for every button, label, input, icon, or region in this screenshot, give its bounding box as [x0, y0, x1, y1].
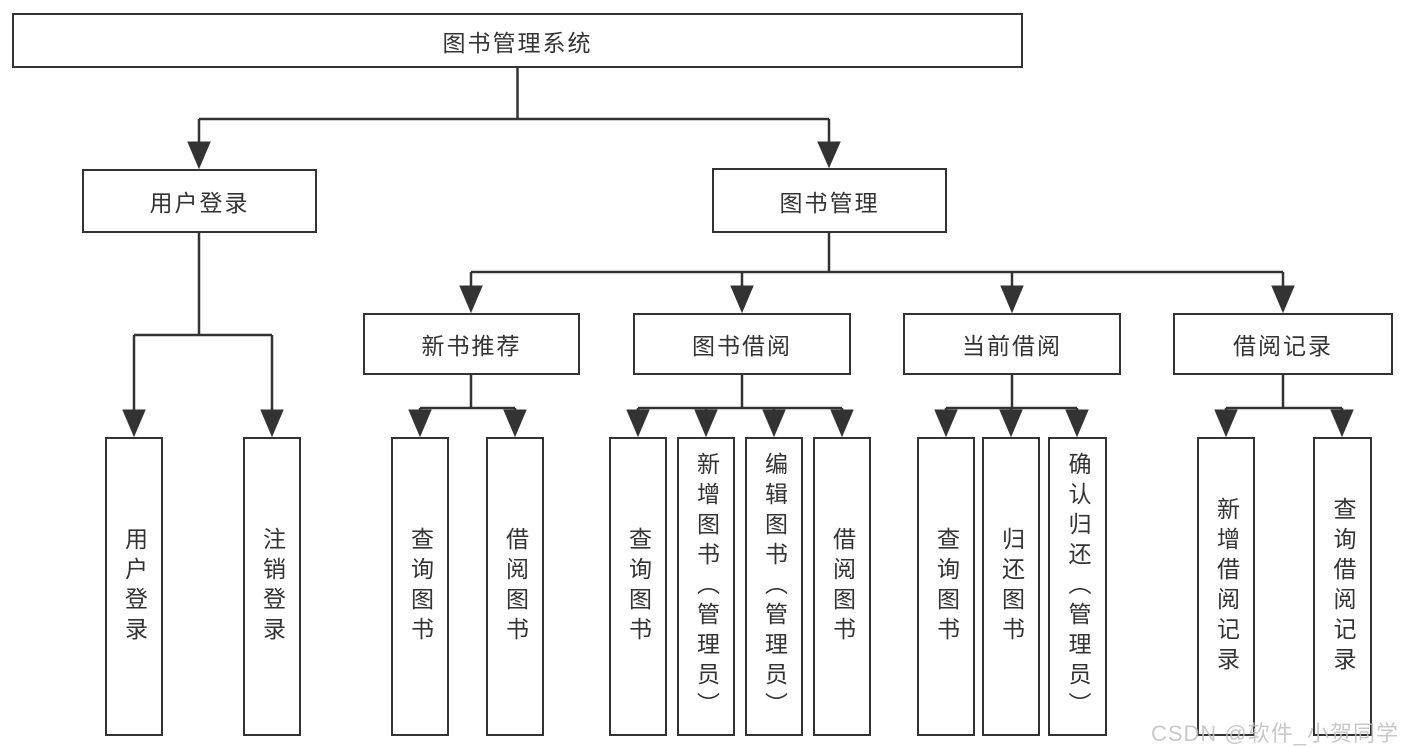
node-label: 图书管理系统 — [442, 29, 593, 56]
node-label: 借阅记录 — [1233, 333, 1333, 359]
connector-current-borrow-branch — [934, 375, 1089, 438]
arrow-down-icon — [260, 409, 284, 438]
arrow-down-icon — [1214, 409, 1238, 438]
node-user-login: 用户登录 — [82, 169, 317, 233]
connector-root-to-level1 — [187, 68, 841, 170]
arrow-down-icon — [459, 285, 483, 314]
leaf-logout: 注销登录 — [243, 437, 301, 736]
leaf-user-login: 用户登录 — [105, 437, 163, 736]
node-root: 图书管理系统 — [12, 13, 1023, 68]
leaf-label: 查询借阅记录 — [1330, 496, 1356, 677]
leaf-add-borrow-record: 新增借阅记录 — [1197, 437, 1255, 736]
leaf-query-books-current: 查询图书 — [917, 437, 975, 736]
connector-book-borrow-branch — [626, 375, 854, 438]
arrow-down-icon — [1330, 409, 1354, 438]
leaf-label: 新增借阅记录 — [1213, 496, 1240, 677]
node-label: 用户登录 — [149, 190, 250, 216]
node-book-borrow: 图书借阅 — [633, 313, 851, 375]
leaf-label: 编辑图书（管理员） — [761, 451, 788, 722]
node-current-borrow: 当前借阅 — [903, 313, 1121, 375]
leaf-add-book-admin: 新增图书（管理员） — [677, 437, 735, 736]
leaf-label: 注销登录 — [259, 526, 286, 647]
arrow-down-icon — [817, 141, 841, 169]
arrow-down-icon — [999, 409, 1023, 438]
arrow-down-icon — [1271, 285, 1295, 314]
leaf-label: 查询图书 — [933, 526, 960, 647]
arrow-down-icon — [408, 409, 432, 438]
arrow-down-icon — [187, 141, 211, 170]
node-label: 当前借阅 — [962, 333, 1062, 359]
leaf-label: 新增图书（管理员） — [693, 451, 720, 722]
node-label: 图书借阅 — [692, 333, 792, 359]
leaf-return-book: 归还图书 — [982, 437, 1040, 736]
leaf-label: 借阅图书 — [502, 526, 529, 647]
arrow-down-icon — [762, 409, 786, 438]
node-new-book-recommend: 新书推荐 — [363, 313, 580, 375]
connector-book-management-branch — [459, 233, 1295, 314]
leaf-label: 归还图书 — [998, 526, 1025, 647]
arrow-down-icon — [122, 409, 146, 438]
leaf-borrow-books-recommend: 借阅图书 — [486, 437, 544, 736]
arrow-down-icon — [1000, 285, 1024, 314]
leaf-query-books-recommend: 查询图书 — [391, 437, 449, 736]
node-label: 图书管理 — [779, 189, 880, 216]
leaf-query-borrow-record: 查询借阅记录 — [1313, 437, 1372, 736]
leaf-label: 确认归还（管理员） — [1065, 451, 1091, 722]
leaf-borrow-books: 借阅图书 — [813, 437, 871, 736]
connector-user-login-branch — [122, 233, 284, 438]
arrow-down-icon — [626, 409, 650, 438]
connector-new-book-recommend-branch — [408, 375, 527, 438]
connector-borrow-records-branch — [1214, 375, 1354, 438]
node-borrow-records: 借阅记录 — [1173, 313, 1393, 375]
node-label: 新书推荐 — [421, 333, 522, 359]
leaf-label: 查询图书 — [625, 526, 652, 647]
leaf-label: 借阅图书 — [829, 526, 856, 647]
arrow-down-icon — [934, 409, 958, 438]
arrow-down-icon — [694, 409, 718, 438]
arrow-down-icon — [730, 285, 754, 314]
arrow-down-icon — [503, 409, 527, 438]
leaf-confirm-return-admin: 确认归还（管理员） — [1048, 437, 1107, 736]
leaf-label: 查询图书 — [407, 526, 434, 647]
leaf-query-books-borrow: 查询图书 — [609, 437, 667, 736]
arrow-down-icon — [1065, 409, 1089, 438]
leaf-edit-book-admin: 编辑图书（管理员） — [745, 437, 803, 736]
leaf-label: 用户登录 — [121, 526, 148, 647]
watermark: CSDN @软件_小贺同学 — [1150, 721, 1399, 746]
node-book-management: 图书管理 — [712, 168, 947, 233]
arrow-down-icon — [830, 409, 854, 438]
